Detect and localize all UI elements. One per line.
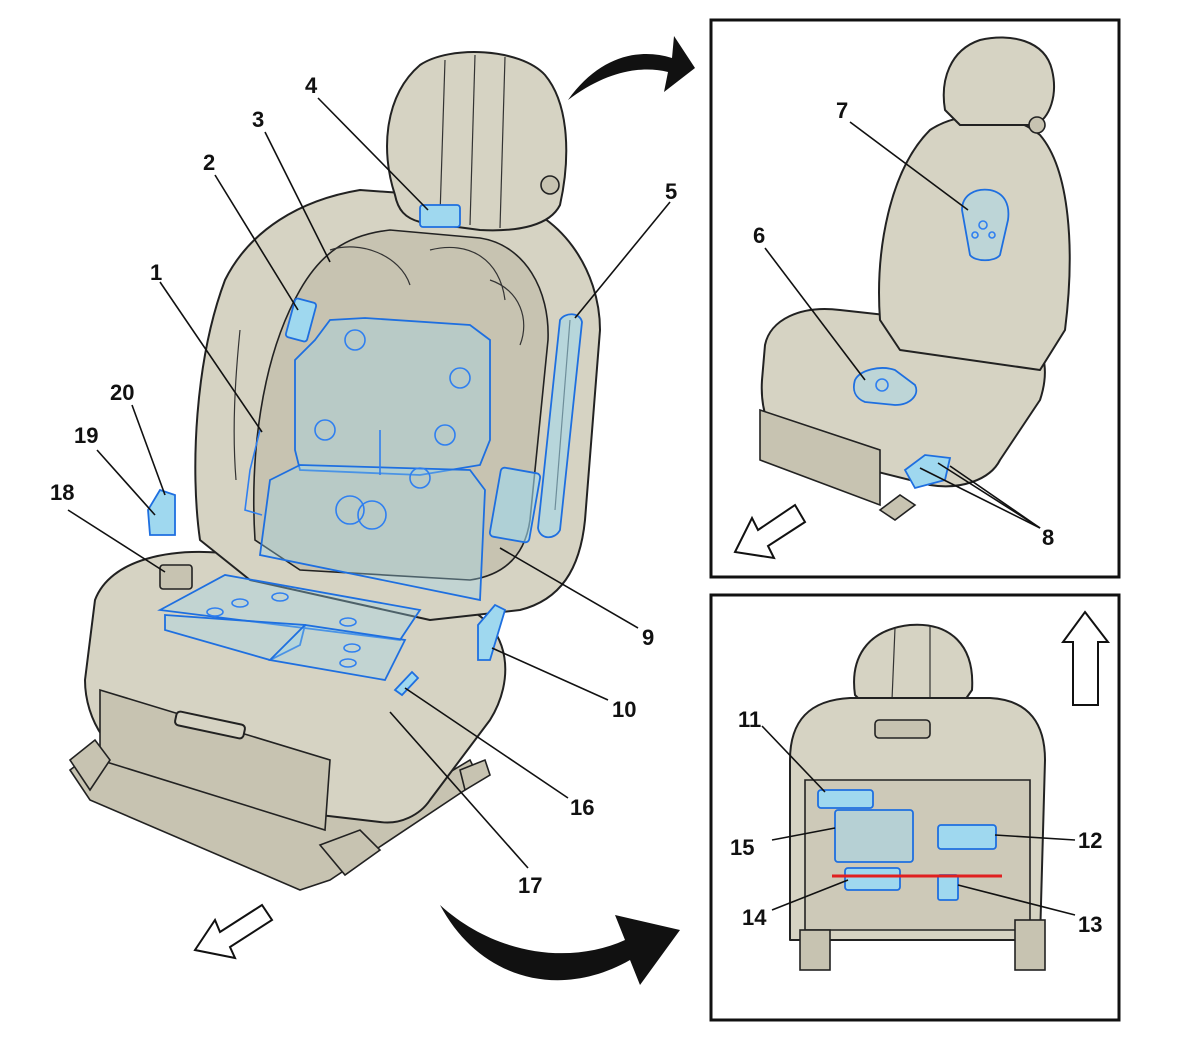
headrest	[386, 51, 568, 232]
callout-9: 9	[642, 625, 654, 650]
inset-panel-bottom	[709, 593, 1121, 1022]
inset-seat-rear-view	[759, 36, 1071, 521]
callout-15: 15	[730, 835, 754, 860]
component-7	[961, 188, 1010, 262]
direction-arrow-inset-bottom	[1061, 610, 1111, 706]
seatback-lower-mat	[258, 464, 486, 602]
callout-20: 20	[110, 380, 134, 405]
component-15	[834, 809, 914, 863]
direction-arrow-main	[193, 903, 274, 960]
seatback-inner	[253, 229, 549, 581]
component-6	[852, 367, 918, 406]
callout-11: 11	[738, 707, 761, 732]
component-18	[159, 564, 193, 590]
component-14	[844, 867, 901, 891]
component-10	[477, 603, 507, 661]
callout-3: 3	[252, 107, 264, 132]
callout-7: 7	[836, 98, 848, 123]
seat-rail-left	[68, 738, 111, 792]
component-2	[284, 297, 318, 343]
cushion-mat-front	[164, 614, 307, 661]
component-9	[488, 466, 542, 544]
callout-17: 17	[518, 873, 542, 898]
component-16	[393, 670, 420, 697]
inset-panel-top	[709, 18, 1121, 579]
callout-2: 2	[203, 150, 215, 175]
inset-top-headrest	[942, 36, 1056, 126]
component-11	[817, 789, 874, 809]
inset-top-base	[759, 408, 881, 507]
callout-8: 8	[1042, 525, 1054, 550]
callout-16: 16	[570, 795, 594, 820]
callout-5: 5	[665, 179, 677, 204]
seat-rail-right	[318, 829, 382, 877]
callout-19: 19	[74, 423, 98, 448]
leader-lines	[67, 97, 1076, 916]
inset-seat-back-view	[789, 623, 1046, 971]
callout-6: 6	[753, 223, 765, 248]
cushion-mat-front-right	[268, 624, 407, 682]
curved-arrow-bottom	[440, 905, 680, 985]
component-19	[147, 488, 176, 536]
curved-arrow-top	[568, 36, 695, 100]
callout-10: 10	[612, 697, 636, 722]
callout-labels: 1 2 3 4 5 6 7 8 9 10 11 12 13 14 15 16 1…	[50, 73, 1102, 937]
seat-cushion-front	[99, 688, 331, 832]
component-5-airbag	[537, 313, 583, 539]
direction-arrow-inset-top	[733, 503, 807, 560]
main-seat-illustration	[68, 51, 601, 891]
callout-13: 13	[1078, 912, 1102, 937]
seat-rail-rear	[459, 758, 491, 792]
headrest-button	[540, 175, 560, 195]
cushion-handle	[174, 710, 246, 740]
component-12	[937, 824, 997, 850]
component-1-harness	[244, 429, 263, 516]
inset-bottom-headrest	[853, 623, 974, 701]
seatback-mat	[294, 317, 491, 476]
component-13	[937, 874, 959, 901]
callout-12: 12	[1078, 828, 1102, 853]
component-4	[419, 204, 461, 228]
callout-4: 4	[305, 73, 318, 98]
callout-18: 18	[50, 480, 74, 505]
callout-1: 1	[150, 260, 162, 285]
callout-14: 14	[742, 905, 767, 930]
